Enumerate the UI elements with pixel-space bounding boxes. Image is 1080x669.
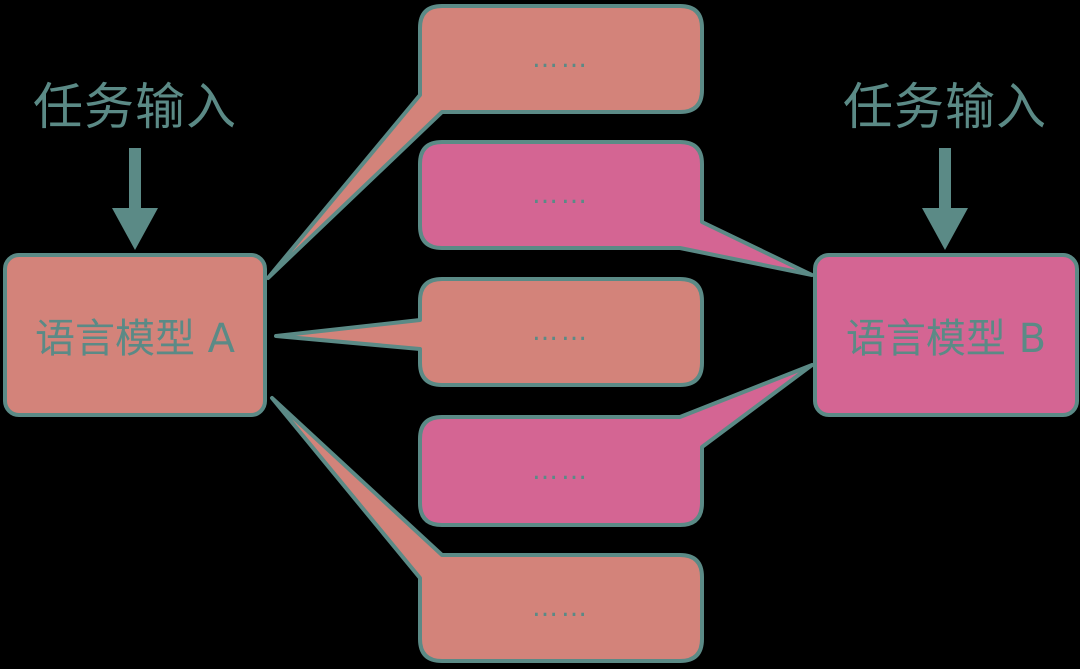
arrow-left	[112, 148, 158, 250]
model-a-label: 语言模型 A	[34, 316, 236, 362]
model-a-box	[3, 253, 267, 417]
speech-bubble-1	[266, 4, 704, 280]
task-input-left-label: 任务输入	[33, 77, 237, 136]
model-b-box	[813, 253, 1079, 417]
bubble-1-text: ……	[532, 44, 590, 74]
bubble-2-text: ……	[532, 180, 590, 210]
model-b-label: 语言模型 B	[845, 316, 1047, 362]
task-input-right-label: 任务输入	[843, 77, 1047, 136]
bubble-4-text: ……	[532, 456, 590, 486]
bubble-3-text: ……	[532, 317, 590, 347]
speech-bubble-5	[270, 396, 704, 663]
speech-bubble-3	[274, 277, 704, 387]
arrow-right	[922, 148, 968, 250]
speech-bubble-4	[418, 363, 814, 527]
speech-bubble-2	[418, 140, 814, 277]
bubble-5-text: ……	[532, 593, 590, 623]
